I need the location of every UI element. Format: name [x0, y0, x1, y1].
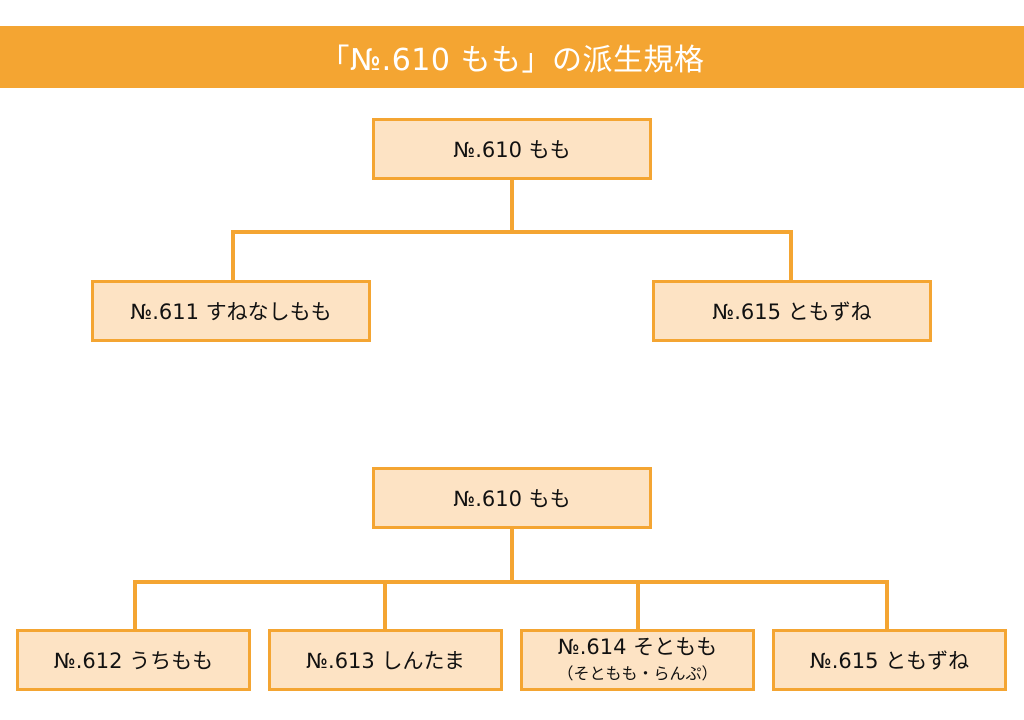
tree1-root-label: №.610 もも: [453, 138, 571, 162]
tree2-root-node: №.610 もも: [372, 467, 652, 529]
tree2-child-node-615: №.615 ともずね: [772, 629, 1007, 691]
tree2-child-node-614: №.614 そともも （そともも・らんぷ）: [520, 629, 755, 691]
tree1-root-node: №.610 もも: [372, 118, 652, 180]
tree2-child-label-613: №.613 しんたま: [306, 649, 465, 673]
tree1-child-node-615: №.615 ともずね: [652, 280, 932, 342]
tree1-child-node-611: №.611 すねなしもも: [91, 280, 371, 342]
tree2-root-label: №.610 もも: [453, 487, 571, 511]
tree2-child-label-612: №.612 うちもも: [53, 649, 214, 673]
tree2-child-sublabel-614: （そともも・らんぷ）: [557, 663, 718, 683]
title-bar: 「№.610 もも」の派生規格: [0, 26, 1024, 88]
tree2-child-label-615: №.615 ともずね: [809, 649, 970, 673]
tree1-child-label-611: №.611 すねなしもも: [130, 300, 332, 324]
tree2-child-node-612: №.612 うちもも: [16, 629, 251, 691]
page-title: 「№.610 もも」の派生規格: [319, 43, 705, 78]
tree1-child-label-615: №.615 ともずね: [712, 300, 872, 324]
tree2-child-label-614: №.614 そともも: [557, 635, 718, 660]
tree2-child-node-613: №.613 しんたま: [268, 629, 503, 691]
